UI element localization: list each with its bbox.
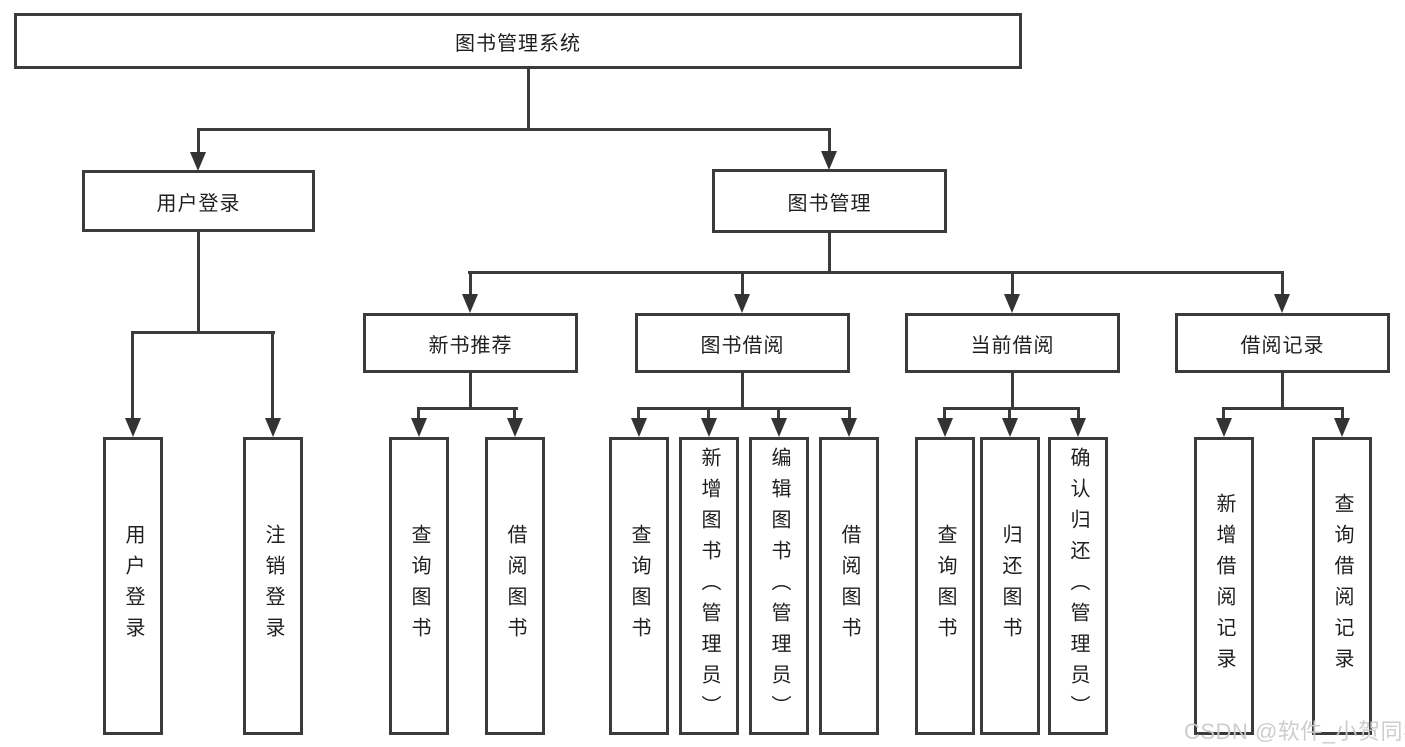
csdn-watermark: CSDN @软件_小贺同学 [1184,719,1405,744]
connector-group-branch [637,407,851,410]
connector-drop-leaf [131,331,134,423]
arrow-down-icon [462,294,478,313]
leaf-return-books-label: 归还图书 [999,524,1021,648]
leaf-borrow-books-recommend: 借阅图书 [485,437,545,735]
connector-drop-level3 [741,271,744,297]
arrow-down-icon [734,294,750,313]
leaf-add-borrow-record: 新增借阅记录 [1194,437,1254,735]
arrow-down-icon [1216,418,1232,437]
leaf-borrow-books-borrowing: 借阅图书 [819,437,879,735]
leaf-confirm-return-admin-label: 确认归还（管理员） [1067,446,1089,726]
connector-drop-leaf [1008,407,1011,423]
leaf-return-books: 归还图书 [980,437,1040,735]
connector-group-stem [1281,371,1284,409]
connector-group-stem [1011,371,1014,409]
connector-root-stem [527,66,530,130]
node-library-system: 图书管理系统 [14,13,1022,69]
connector-group-stem [741,371,744,409]
leaf-borrow-books-borrowing-label: 借阅图书 [838,524,860,648]
node-current-borrowing-label: 当前借阅 [970,334,1055,357]
node-borrowing-records-label: 借阅记录 [1240,334,1325,357]
leaf-query-books-borrowing-label: 查询图书 [628,524,650,648]
connector-group-stem [469,371,472,409]
connector-drop-leaf [271,331,274,423]
connector-user-login-stem [197,230,200,333]
arrow-down-icon [190,152,206,171]
node-library-system-label: 图书管理系统 [455,32,581,55]
leaf-query-books-current-label: 查询图书 [934,524,956,648]
leaf-query-books-current: 查询图书 [915,437,975,735]
node-book-borrowing-label: 图书借阅 [700,334,785,357]
arrow-down-icon [125,418,141,437]
arrow-down-icon [701,418,717,437]
connector-level3-branch [468,271,1284,274]
node-current-borrowing: 当前借阅 [905,313,1120,373]
connector-group-branch [1222,407,1344,410]
arrow-down-icon [265,418,281,437]
arrow-down-icon [1070,418,1086,437]
leaf-query-books-recommend-label: 查询图书 [408,524,430,648]
node-book-management: 图书管理 [712,169,947,233]
arrow-down-icon [1002,418,1018,437]
leaf-borrow-books-recommend-label: 借阅图书 [504,524,526,648]
leaf-edit-books-admin-label: 编辑图书（管理员） [768,446,790,726]
arrow-down-icon [841,418,857,437]
leaf-add-books-admin-label: 新增图书（管理员） [698,446,720,726]
leaf-user-login: 用户登录 [103,437,163,735]
arrow-down-icon [821,151,837,170]
connector-drop-level3 [1281,271,1284,297]
node-user-login-label: 用户登录 [156,192,241,215]
leaf-user-login-label: 用户登录 [122,524,144,648]
connector-drop-leaf [707,407,710,423]
connector-user-login-branch [131,331,275,334]
leaf-query-books-recommend: 查询图书 [389,437,449,735]
connector-group-branch [417,407,518,410]
leaf-edit-books-admin: 编辑图书（管理员） [749,437,809,735]
connector-drop-level3 [469,271,472,297]
leaf-logout-label: 注销登录 [262,524,284,648]
connector-drop-leaf [1222,407,1225,423]
node-book-management-label: 图书管理 [787,192,872,215]
arrow-down-icon [771,418,787,437]
connector-drop-user-login [197,128,200,158]
arrow-down-icon [631,418,647,437]
node-new-book-recommend-label: 新书推荐 [428,334,513,357]
node-user-login: 用户登录 [82,170,315,232]
connector-drop-leaf [513,407,516,423]
node-book-borrowing: 图书借阅 [635,313,850,373]
leaf-query-borrow-record: 查询借阅记录 [1312,437,1372,735]
connector-drop-book-management [828,128,831,157]
connector-drop-leaf [637,407,640,423]
leaf-logout: 注销登录 [243,437,303,735]
connector-drop-leaf [1341,407,1344,423]
connector-group-branch [943,407,1080,410]
connector-drop-level3 [1011,271,1014,297]
node-new-book-recommend: 新书推荐 [363,313,578,373]
connector-drop-leaf [848,407,851,423]
arrow-down-icon [1004,294,1020,313]
leaf-confirm-return-admin: 确认归还（管理员） [1048,437,1108,735]
leaf-query-books-borrowing: 查询图书 [609,437,669,735]
leaf-add-books-admin: 新增图书（管理员） [679,437,739,735]
connector-level1-branch [197,128,831,131]
connector-drop-leaf [417,407,420,423]
arrow-down-icon [937,418,953,437]
connector-book-management-stem [828,231,831,273]
arrow-down-icon [1334,418,1350,437]
arrow-down-icon [411,418,427,437]
arrow-down-icon [1274,294,1290,313]
leaf-query-borrow-record-label: 查询借阅记录 [1331,493,1353,679]
arrow-down-icon [507,418,523,437]
connector-drop-leaf [1077,407,1080,423]
leaf-add-borrow-record-label: 新增借阅记录 [1213,493,1235,679]
connector-drop-leaf [777,407,780,423]
node-borrowing-records: 借阅记录 [1175,313,1390,373]
connector-drop-leaf [943,407,946,423]
